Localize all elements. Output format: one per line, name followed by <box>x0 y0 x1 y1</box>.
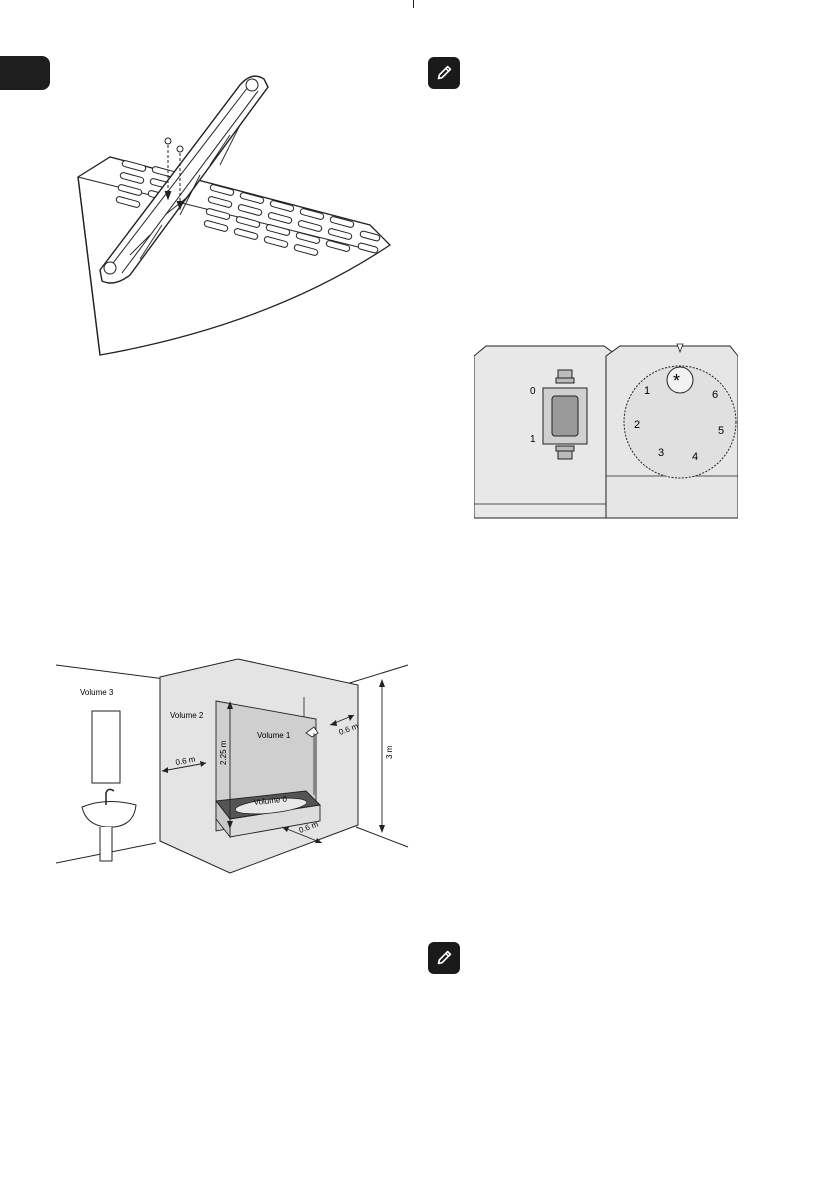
label-volume-0: Volume 0 <box>253 794 288 806</box>
note-pencil-icon-top <box>428 57 460 89</box>
pencil-icon <box>437 950 452 965</box>
switch-label-on: 1 <box>530 434 536 445</box>
bathroom-volumes-diagram: Volume 3 Volume 2 Volume 1 Volume 0 0.6 … <box>56 658 409 874</box>
label-volume-1: Volume 1 <box>257 731 291 740</box>
pencil-icon <box>437 65 452 80</box>
note-pencil-icon-bottom <box>428 942 460 974</box>
crop-mark <box>413 0 414 8</box>
label-dim-left: 0.6 m <box>175 755 197 767</box>
heater-foot-mounting-illustration <box>77 75 392 356</box>
label-volume-2: Volume 2 <box>170 711 204 720</box>
language-tab <box>0 56 50 90</box>
label-dim-total-height: 3 m <box>385 745 394 759</box>
dial-label-3: 3 <box>658 447 664 459</box>
dial-label-1: 1 <box>644 385 650 397</box>
switch-label-off: 0 <box>530 386 536 397</box>
dial-label-4: 4 <box>692 451 698 463</box>
dial-label-2: 2 <box>634 419 640 431</box>
control-panel-illustration: 0 1 * 1 2 3 4 5 6 <box>474 343 738 519</box>
dial-frost-symbol: * <box>673 371 680 391</box>
dial-label-6: 6 <box>712 389 718 401</box>
label-dim-inner-height: 2.25 m <box>219 740 228 765</box>
label-volume-3: Volume 3 <box>80 688 114 697</box>
dial-label-5: 5 <box>718 425 724 437</box>
